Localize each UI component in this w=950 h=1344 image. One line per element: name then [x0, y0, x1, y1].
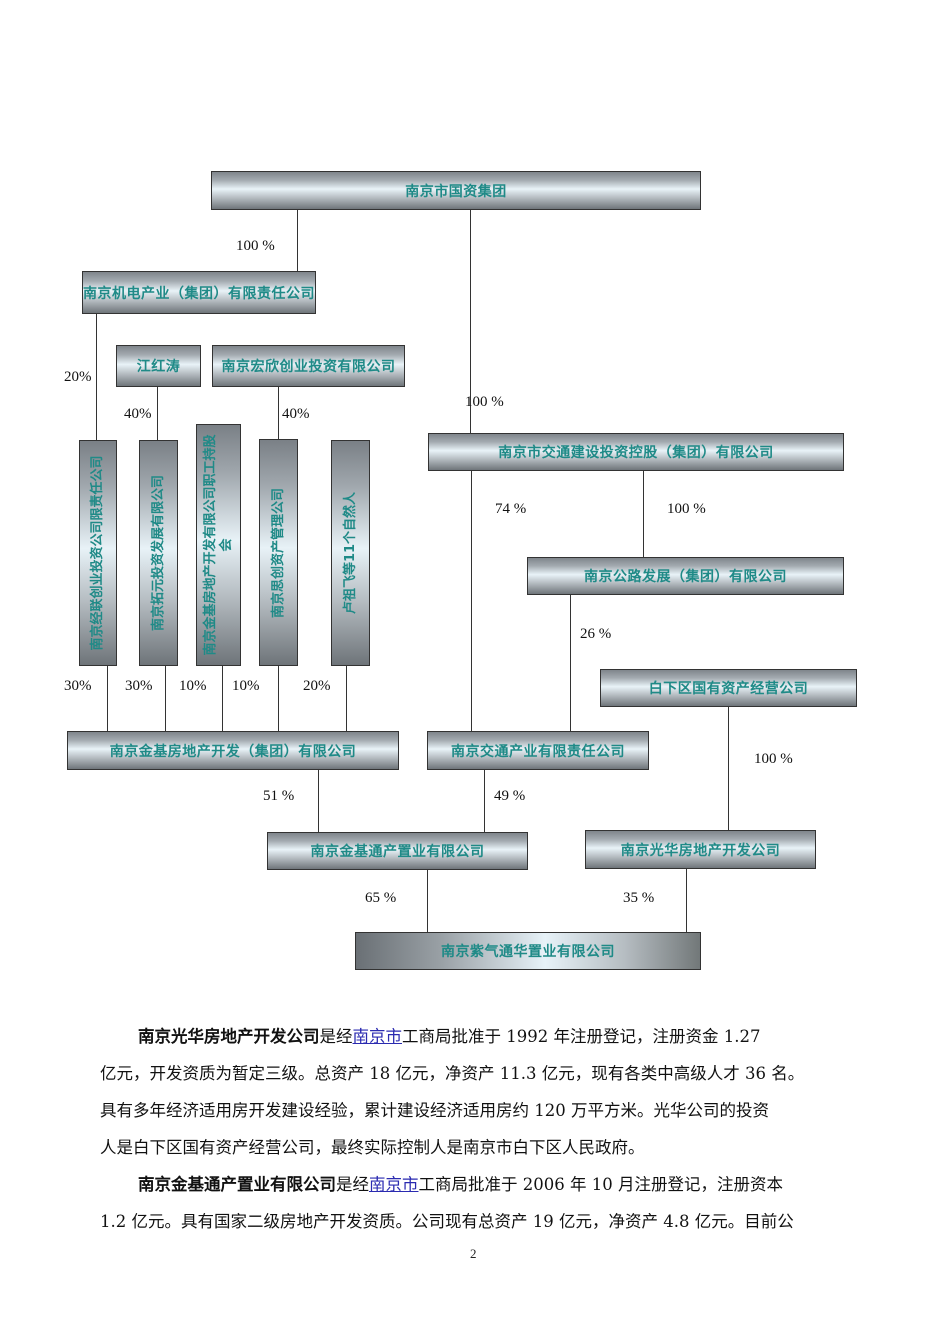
node-nanjing-state-asset-group: 南京市国资集团: [211, 171, 701, 210]
node-label: 南京机电产业（集团）有限责任公司: [83, 285, 315, 302]
node-natural-persons: 卢祖飞等11个自然人: [331, 440, 370, 666]
connector: [318, 769, 319, 832]
pct-label: 100 %: [465, 394, 504, 410]
node-jiang-hongtao: 江红涛: [116, 345, 201, 387]
text-line: 具有多年经济适用房开发建设经验，累计建设经济适用房约 120 万平方米。光华公司…: [100, 1101, 769, 1120]
node-label: 南京宏欣创业投资有限公司: [221, 359, 396, 375]
pct-label: 10%: [179, 678, 207, 694]
text-line: 南京金基通产置业有限公司是经南京市工商局批准于 2006 年 10 月注册登记，…: [100, 1166, 860, 1203]
page-number: 2: [470, 1246, 477, 1261]
node-label: 南京思创资产管理公司: [270, 487, 286, 618]
node-baixia-state-asset: 白下区国有资产经营公司: [600, 669, 857, 707]
node-transport-industry: 南京交通产业有限责任公司: [427, 731, 649, 770]
pct-label: 51 %: [263, 788, 295, 804]
pct-label: 30%: [64, 678, 92, 694]
connector: [643, 471, 644, 557]
node-electromechanical-group: 南京机电产业（集团）有限责任公司: [82, 271, 316, 314]
paragraph-guanghua: 南京光华房地产开发公司是经南京市工商局批准于 1992 年注册登记，注册资金 1…: [100, 1018, 860, 1166]
connector: [484, 769, 485, 832]
text-line: 人是白下区国有资产经营公司，最终实际控制人是南京市白下区人民政府。: [100, 1138, 645, 1157]
text-line: 南京光华房地产开发公司是经南京市工商局批准于 1992 年注册登记，注册资金 1…: [100, 1018, 860, 1055]
company-name: 南京金基通产置业有限公司: [138, 1175, 336, 1194]
node-jinji-real-estate-group: 南京金基房地产开发（集团）有限公司: [67, 731, 399, 770]
text-span: 是经: [319, 1027, 353, 1046]
pct-label: 65 %: [365, 890, 397, 906]
text-line: 亿元，开发资质为暂定三级。总资产 18 亿元，净资产 11.3 亿元，现有各类中…: [100, 1064, 805, 1083]
node-label: 南京拓元投资发展有限公司: [150, 474, 166, 632]
node-highway-development: 南京公路发展（集团）有限公司: [527, 557, 844, 595]
pct-label: 100 %: [667, 501, 706, 517]
connector: [222, 665, 223, 733]
node-guanghua-real-estate: 南京光华房地产开发公司: [585, 830, 816, 869]
connector: [165, 665, 166, 733]
paragraph-jinjitong: 南京金基通产置业有限公司是经南京市工商局批准于 2006 年 10 月注册登记，…: [100, 1166, 860, 1240]
pct-label: 30%: [125, 678, 153, 694]
pct-label: 74 %: [495, 501, 527, 517]
node-label: 南京交通产业有限责任公司: [451, 743, 625, 760]
node-sichuang-asset: 南京思创资产管理公司: [259, 439, 298, 666]
connector: [470, 209, 471, 433]
text-span: 工商局批准于 2006 年 10 月注册登记，注册资本: [418, 1175, 783, 1194]
pct-label: 100 %: [236, 238, 275, 254]
node-label: 南京紫气通华置业有限公司: [441, 944, 615, 960]
connector: [297, 209, 298, 271]
pct-label: 40%: [124, 406, 152, 422]
node-label: 卢祖飞等11个自然人: [342, 491, 358, 615]
connector: [157, 387, 158, 441]
node-label: 南京市交通建设投资控股（集团）有限公司: [498, 445, 774, 461]
node-jinglian-venture: 南京经联创业投资公司限责任公司: [79, 440, 117, 666]
node-label: 南京市国资集团: [405, 183, 507, 200]
node-label: 南京光华房地产开发公司: [620, 842, 781, 859]
connector: [107, 665, 108, 733]
node-label: 南京经联创业投资公司限责任公司: [90, 455, 105, 651]
pct-label: 20%: [64, 369, 92, 385]
node-label: 南京金基房地产开发有限公司职工持股会: [202, 434, 234, 656]
node-label: 白下区国有资产经营公司: [648, 681, 809, 697]
connector: [686, 868, 687, 932]
connector: [427, 869, 428, 932]
pct-label: 49 %: [494, 788, 526, 804]
pct-label: 35 %: [623, 890, 655, 906]
node-jinjitong-property: 南京金基通产置业有限公司: [267, 832, 528, 870]
node-ziqi-tonghua-property: 南京紫气通华置业有限公司: [355, 932, 701, 970]
nanjing-link[interactable]: 南京市: [352, 1027, 403, 1046]
text-span: 是经: [336, 1175, 369, 1194]
node-tuoyuan-investment: 南京拓元投资发展有限公司: [139, 440, 178, 666]
connector: [278, 665, 279, 733]
company-name: 南京光华房地产开发公司: [138, 1027, 320, 1046]
node-label: 南京金基通产置业有限公司: [310, 844, 485, 860]
pct-label: 10%: [232, 678, 260, 694]
pct-label: 100 %: [754, 751, 793, 767]
nanjing-link[interactable]: 南京市: [369, 1175, 419, 1194]
connector: [96, 313, 97, 441]
node-employee-shareholding: 南京金基房地产开发有限公司职工持股会: [196, 424, 241, 666]
connector: [278, 387, 279, 441]
text-span: 工商局批准于 1992 年注册登记，注册资金 1.27: [402, 1027, 761, 1046]
node-label: 南京金基房地产开发（集团）有限公司: [109, 743, 357, 760]
node-transport-investment-holding: 南京市交通建设投资控股（集团）有限公司: [428, 433, 844, 471]
connector: [728, 706, 729, 832]
pct-label: 26 %: [580, 626, 612, 642]
node-label: 南京公路发展（集团）有限公司: [584, 569, 787, 585]
connector: [346, 665, 347, 733]
node-label: 江红涛: [136, 359, 181, 375]
connector: [570, 595, 571, 733]
pct-label: 20%: [303, 678, 331, 694]
node-hongxin-venture: 南京宏欣创业投资有限公司: [212, 345, 405, 387]
connector: [471, 471, 472, 733]
text-line: 1.2 亿元。具有国家二级房地产开发资质。公司现有总资产 19 亿元，净资产 4…: [100, 1212, 794, 1231]
pct-label: 40%: [282, 406, 310, 422]
